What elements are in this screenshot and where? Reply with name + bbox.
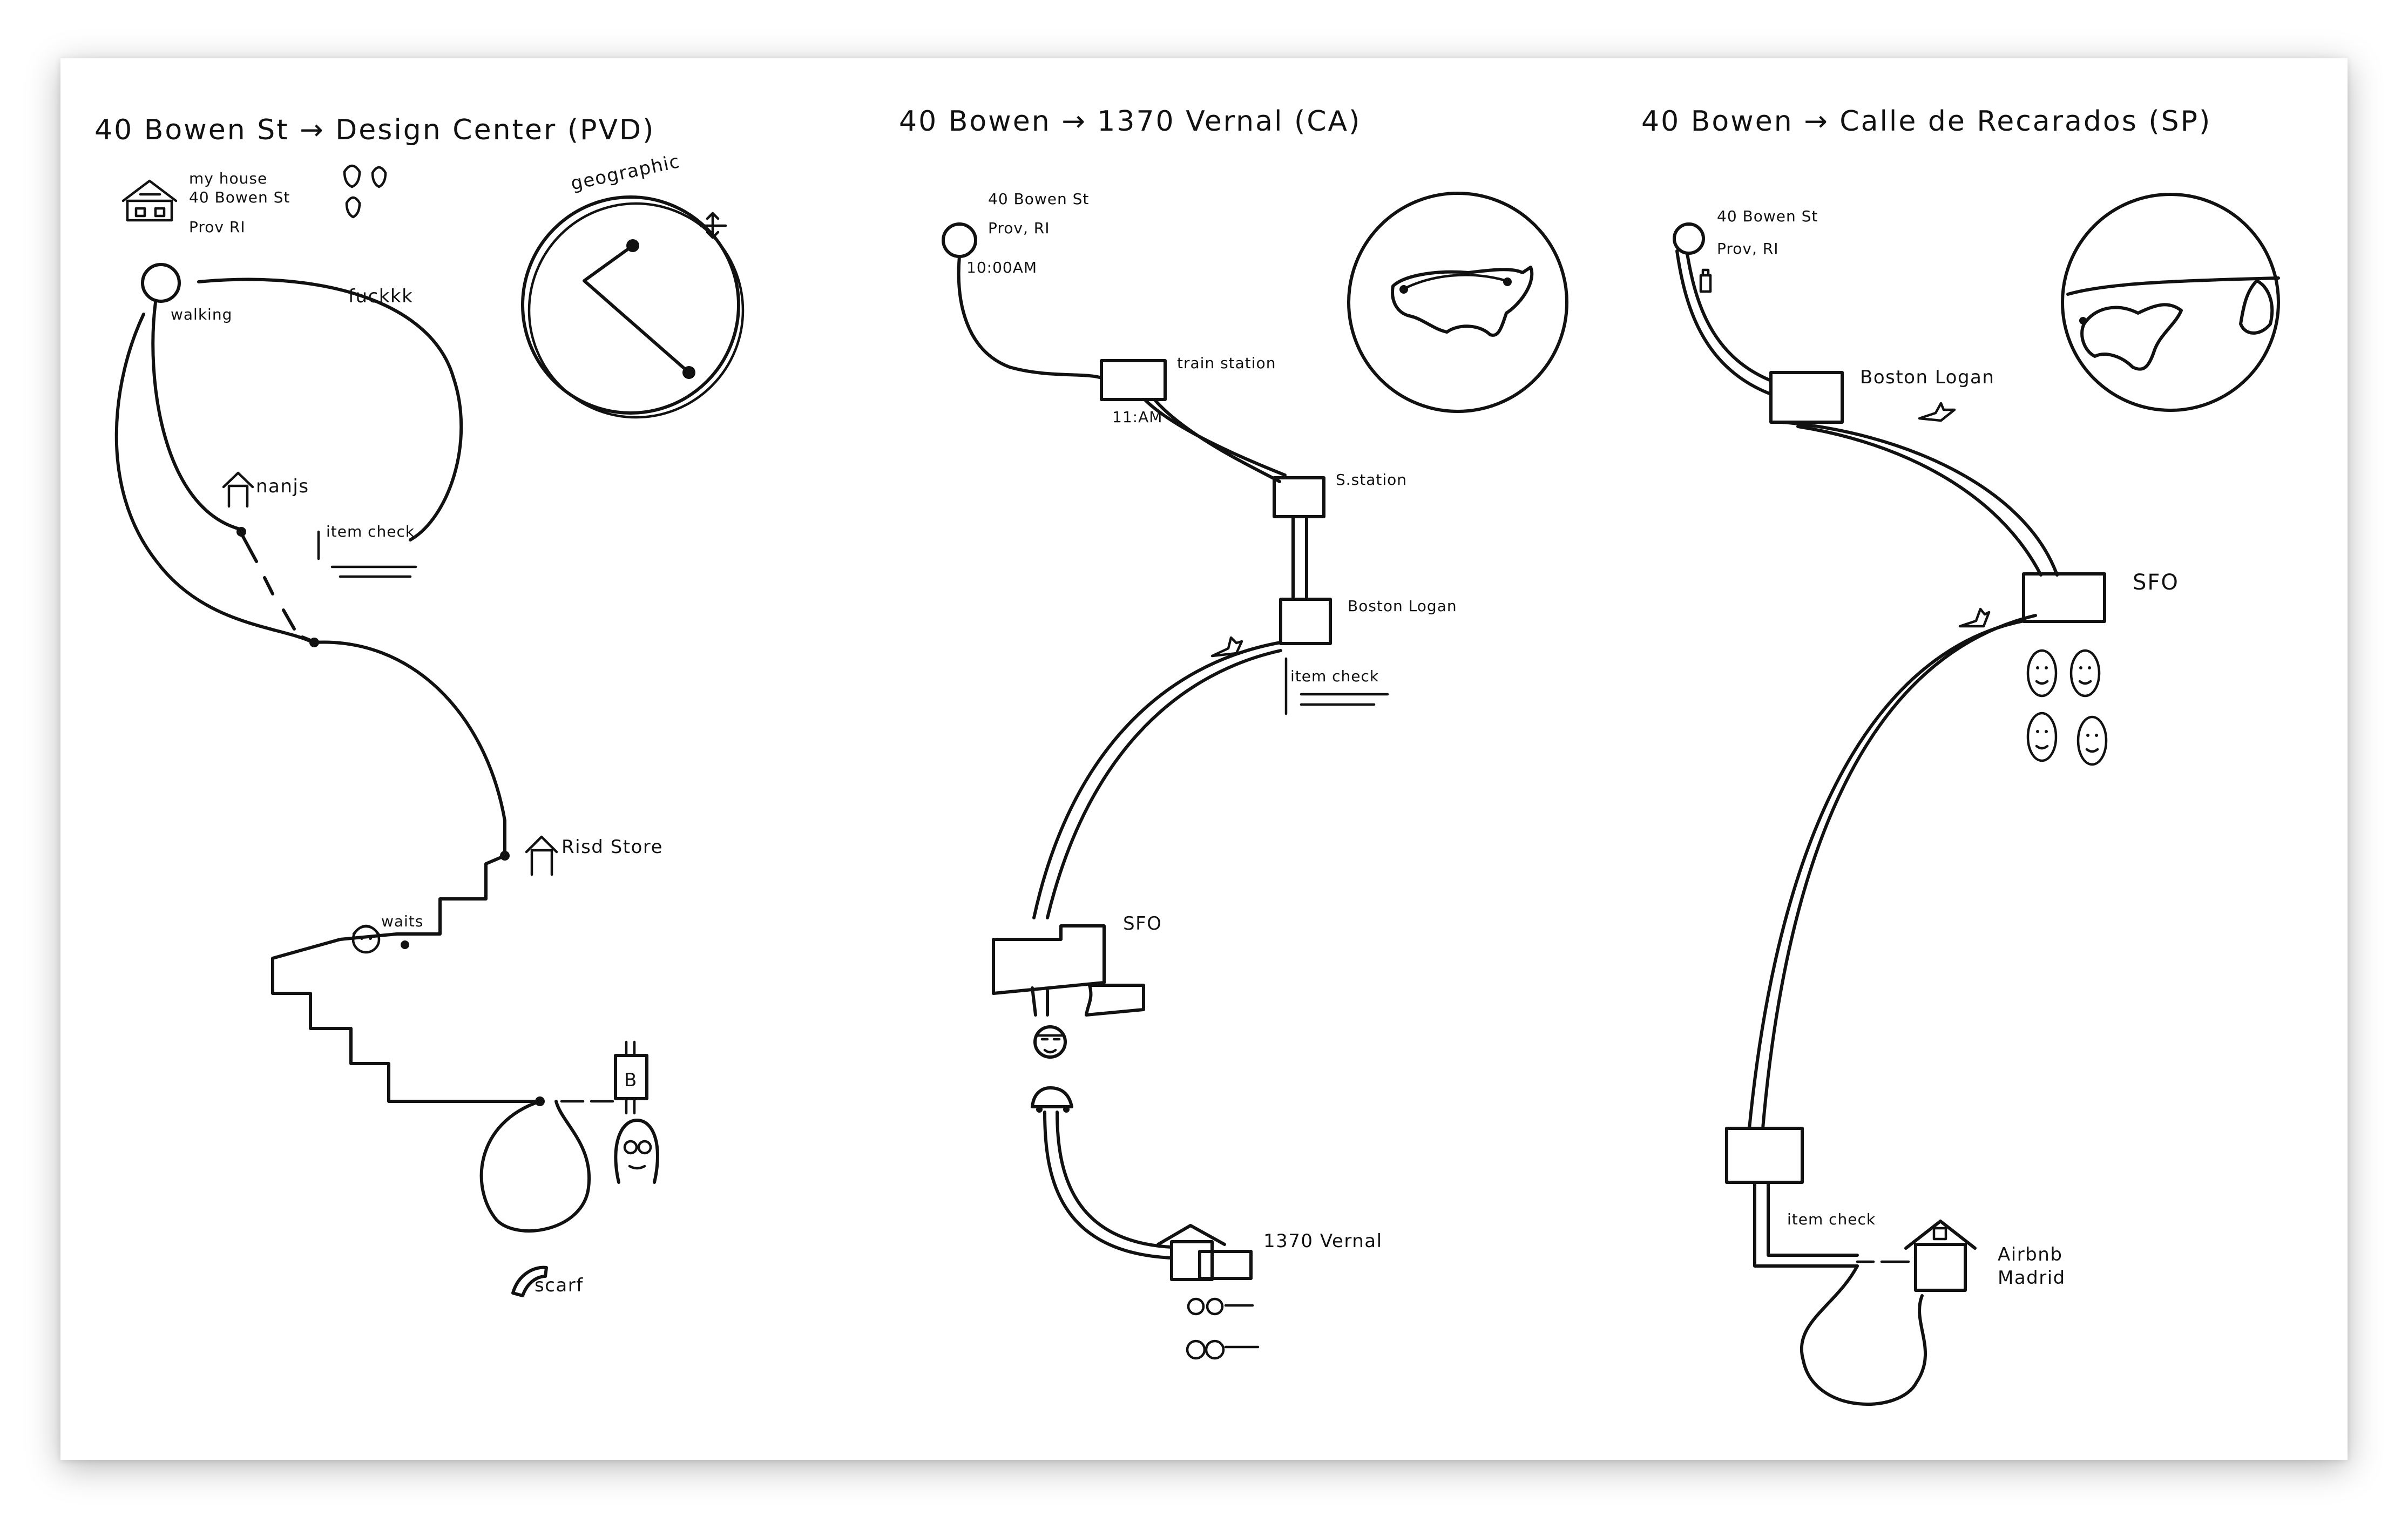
item-check-label: item check xyxy=(326,523,415,540)
house-icon xyxy=(1156,1224,1253,1281)
route-to-logan xyxy=(1675,249,1773,396)
loop-path xyxy=(479,1100,591,1233)
train-track xyxy=(1143,398,1287,483)
sfo-label: SFO xyxy=(2133,570,2179,595)
pointing-hand-icon xyxy=(1085,984,1145,1017)
item-check-label: item check xyxy=(1787,1210,1876,1228)
plane-icon xyxy=(1918,402,1956,422)
scarf-icon xyxy=(511,1265,548,1297)
route-to-airbnb xyxy=(1753,1181,1859,1268)
route-to-train xyxy=(957,255,1103,380)
shuttle-track xyxy=(1291,515,1308,600)
train-station-label: train station xyxy=(1177,354,1276,372)
home-label-line-3: Prov RI xyxy=(189,218,246,236)
waypoint-dot xyxy=(500,851,510,861)
house-icon xyxy=(1904,1220,1977,1292)
flight-path-1 xyxy=(1780,421,2059,577)
item-check-lines xyxy=(317,530,417,578)
destination-label: 1370 Vernal xyxy=(1263,1230,1383,1252)
flight-path xyxy=(1032,641,1282,919)
acorn-icon xyxy=(343,164,387,219)
walking-label: walking xyxy=(171,306,232,323)
car-icon xyxy=(1031,1086,1073,1113)
route-to-store xyxy=(313,640,506,857)
start-node xyxy=(1673,222,1705,255)
home-label-line-2: 40 Bowen St xyxy=(189,188,290,206)
friend-face-icon xyxy=(351,924,381,954)
start-node xyxy=(141,263,181,303)
staircase-route xyxy=(271,854,542,1103)
madrid-airport-node xyxy=(1725,1127,1804,1184)
driver-face-icon xyxy=(1033,1025,1067,1059)
s-station-label: S.station xyxy=(1336,471,1407,489)
boston-logan-label: Boston Logan xyxy=(1348,597,1457,615)
car-route xyxy=(1043,1111,1173,1260)
house-icon xyxy=(121,179,178,222)
walking-path-left xyxy=(114,313,315,644)
loop-path xyxy=(1800,1264,1927,1406)
sfo-node xyxy=(992,924,1106,995)
sketch2-title: 40 Bowen → 1370 Vernal (CA) xyxy=(899,105,1361,138)
s-station-node xyxy=(1273,476,1325,518)
globe-us-map-icon xyxy=(1347,192,1568,413)
home-label-line-1: my house xyxy=(189,170,267,187)
sketch-paper-sheet xyxy=(60,58,2348,1460)
home-label-line-2: Prov, RI xyxy=(1717,240,1779,258)
globe-caption: geographic xyxy=(569,151,682,195)
depart-time-label: 10:00AM xyxy=(966,259,1037,276)
sfo-node xyxy=(2022,572,2106,623)
people-icons xyxy=(1186,1297,1260,1360)
store-icon xyxy=(525,835,558,876)
boston-logan-node xyxy=(1279,598,1332,645)
home-label-line-1: 40 Bowen St xyxy=(988,190,1089,208)
connector-line xyxy=(1031,986,1049,1017)
destination-label-line-1: Airbnb xyxy=(1998,1244,2062,1265)
train-time-label: 11:AM xyxy=(1112,408,1162,426)
boston-logan-node xyxy=(1769,371,1844,424)
flight-path-2 xyxy=(1748,614,2037,1130)
globe-world-map-icon xyxy=(2061,193,2280,412)
home-label-line-1: 40 Bowen St xyxy=(1717,207,1818,225)
item-check-label: item check xyxy=(1290,667,1379,685)
destination-label-line-2: Madrid xyxy=(1998,1267,2066,1289)
home-label-line-2: Prov, RI xyxy=(988,219,1050,237)
start-node xyxy=(942,222,977,258)
building-icon xyxy=(614,1040,648,1115)
dashed-connector xyxy=(240,533,315,643)
sketch-panel-pvd: 40 Bowen St → Design Center (PVD) my hou… xyxy=(94,114,745,1297)
scarf-label: scarf xyxy=(535,1275,584,1296)
sketch-panel-sp: 40 Bowen → Calle de Recarados (SP) 40 Bo… xyxy=(1641,105,2280,1406)
train-station-node xyxy=(1100,359,1167,401)
person-with-glasses-icon xyxy=(614,1119,659,1184)
sketch-panel-ca: 40 Bowen → 1370 Vernal (CA) 40 Bowen St … xyxy=(899,105,1568,1360)
alt-route-path xyxy=(197,277,463,541)
shop-icon xyxy=(222,471,254,508)
risd-store-label: Risd Store xyxy=(562,836,663,858)
stop-nanjs-label: nanjs xyxy=(256,476,309,497)
sketch1-title: 40 Bowen St → Design Center (PVD) xyxy=(94,114,655,146)
plane-icon xyxy=(1958,607,1991,628)
sketch3-title: 40 Bowen → Calle de Recarados (SP) xyxy=(1641,105,2211,138)
friend-label: waits xyxy=(381,912,423,930)
globe-icon xyxy=(521,195,745,419)
item-check-lines xyxy=(1284,657,1389,715)
walking-path-inner xyxy=(151,301,241,531)
boston-logan-label: Boston Logan xyxy=(1860,367,1994,388)
building-label: B xyxy=(624,1069,638,1091)
people-faces-icon xyxy=(2026,649,2108,766)
sfo-label: SFO xyxy=(1123,913,1162,935)
luggage-icon xyxy=(1699,268,1712,293)
waypoint-dot xyxy=(236,527,246,537)
waypoint-dot xyxy=(401,940,409,949)
